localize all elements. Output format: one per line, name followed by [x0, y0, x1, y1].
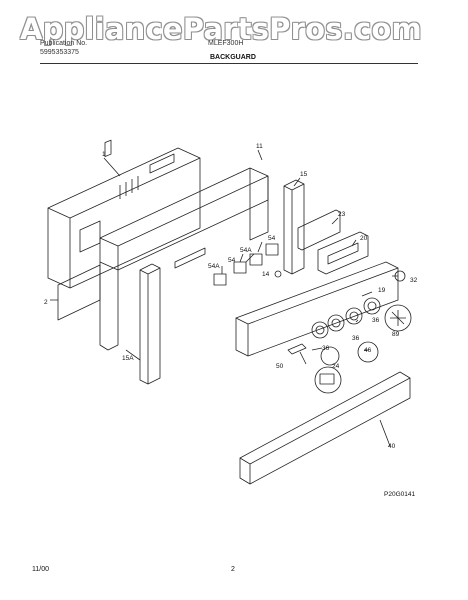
- knob-46: [357, 341, 379, 363]
- switch-54a-1: [213, 273, 227, 286]
- callout-46: 46: [364, 347, 372, 354]
- footer-date: 11/00: [32, 566, 49, 573]
- model-label: MLEF300H: [208, 40, 244, 47]
- callout-54-a: 54: [268, 235, 276, 242]
- knob-36-b: [327, 314, 345, 332]
- callout-36-a: 36: [372, 317, 380, 324]
- knob-36-e: [320, 346, 340, 366]
- callout-2: 2: [44, 299, 48, 306]
- callout-54-b: 54: [228, 257, 236, 264]
- lower-bracket: [57, 264, 101, 321]
- side-bracket-left: [139, 263, 161, 385]
- callout-15: 15: [300, 171, 308, 178]
- callout-24: 24: [332, 363, 340, 370]
- footer-page: 2: [231, 566, 235, 573]
- knob-36-c: [345, 307, 363, 325]
- switch-54-1: [233, 261, 247, 274]
- watermark: AppliancePartsPros.com: [20, 12, 422, 46]
- backguard-frame: [99, 167, 269, 351]
- display-board: [297, 209, 341, 251]
- callout-32: 32: [410, 277, 418, 284]
- detail-89: [384, 304, 412, 332]
- callout-1: 1: [102, 151, 106, 158]
- callout-50: 50: [276, 363, 284, 370]
- callout-11: 11: [256, 143, 263, 150]
- rear-panel: [47, 139, 201, 289]
- trim-40: [239, 371, 411, 485]
- knob-36-d: [363, 297, 381, 315]
- switch-54-2: [265, 243, 279, 256]
- callout-23: 23: [338, 211, 346, 218]
- detail-24: [314, 366, 342, 394]
- publication-label: Publication No.: [40, 40, 88, 47]
- callout-36-b: 36: [352, 335, 360, 342]
- callout-14: 14: [262, 271, 270, 278]
- callout-54a-a: 54A: [240, 247, 252, 254]
- callout-36-c: 36: [322, 345, 330, 352]
- section-title: BACKGUARD: [210, 54, 256, 61]
- callout-89: 89: [392, 331, 400, 338]
- clock-display: [317, 231, 369, 275]
- switch-54a-2: [249, 253, 263, 266]
- callout-15a: 15A: [122, 355, 134, 362]
- callout-40: 40: [388, 443, 396, 450]
- part-50: [287, 343, 307, 355]
- side-bracket-right: [283, 179, 305, 275]
- callout-20: 20: [360, 235, 368, 242]
- header-rule: [40, 63, 418, 64]
- publication-number: 5995353375: [40, 49, 79, 56]
- callout-labels: 1 11 15 23 20 54 54A 54 54A 14 19 32 36 …: [44, 143, 418, 498]
- lamp-14: [274, 270, 282, 278]
- callout-19: 19: [378, 287, 386, 294]
- control-panel: [235, 261, 399, 357]
- knob-36-a: [311, 321, 329, 339]
- figure-code: P20G0141: [384, 491, 415, 498]
- callout-54a-b: 54A: [208, 263, 220, 270]
